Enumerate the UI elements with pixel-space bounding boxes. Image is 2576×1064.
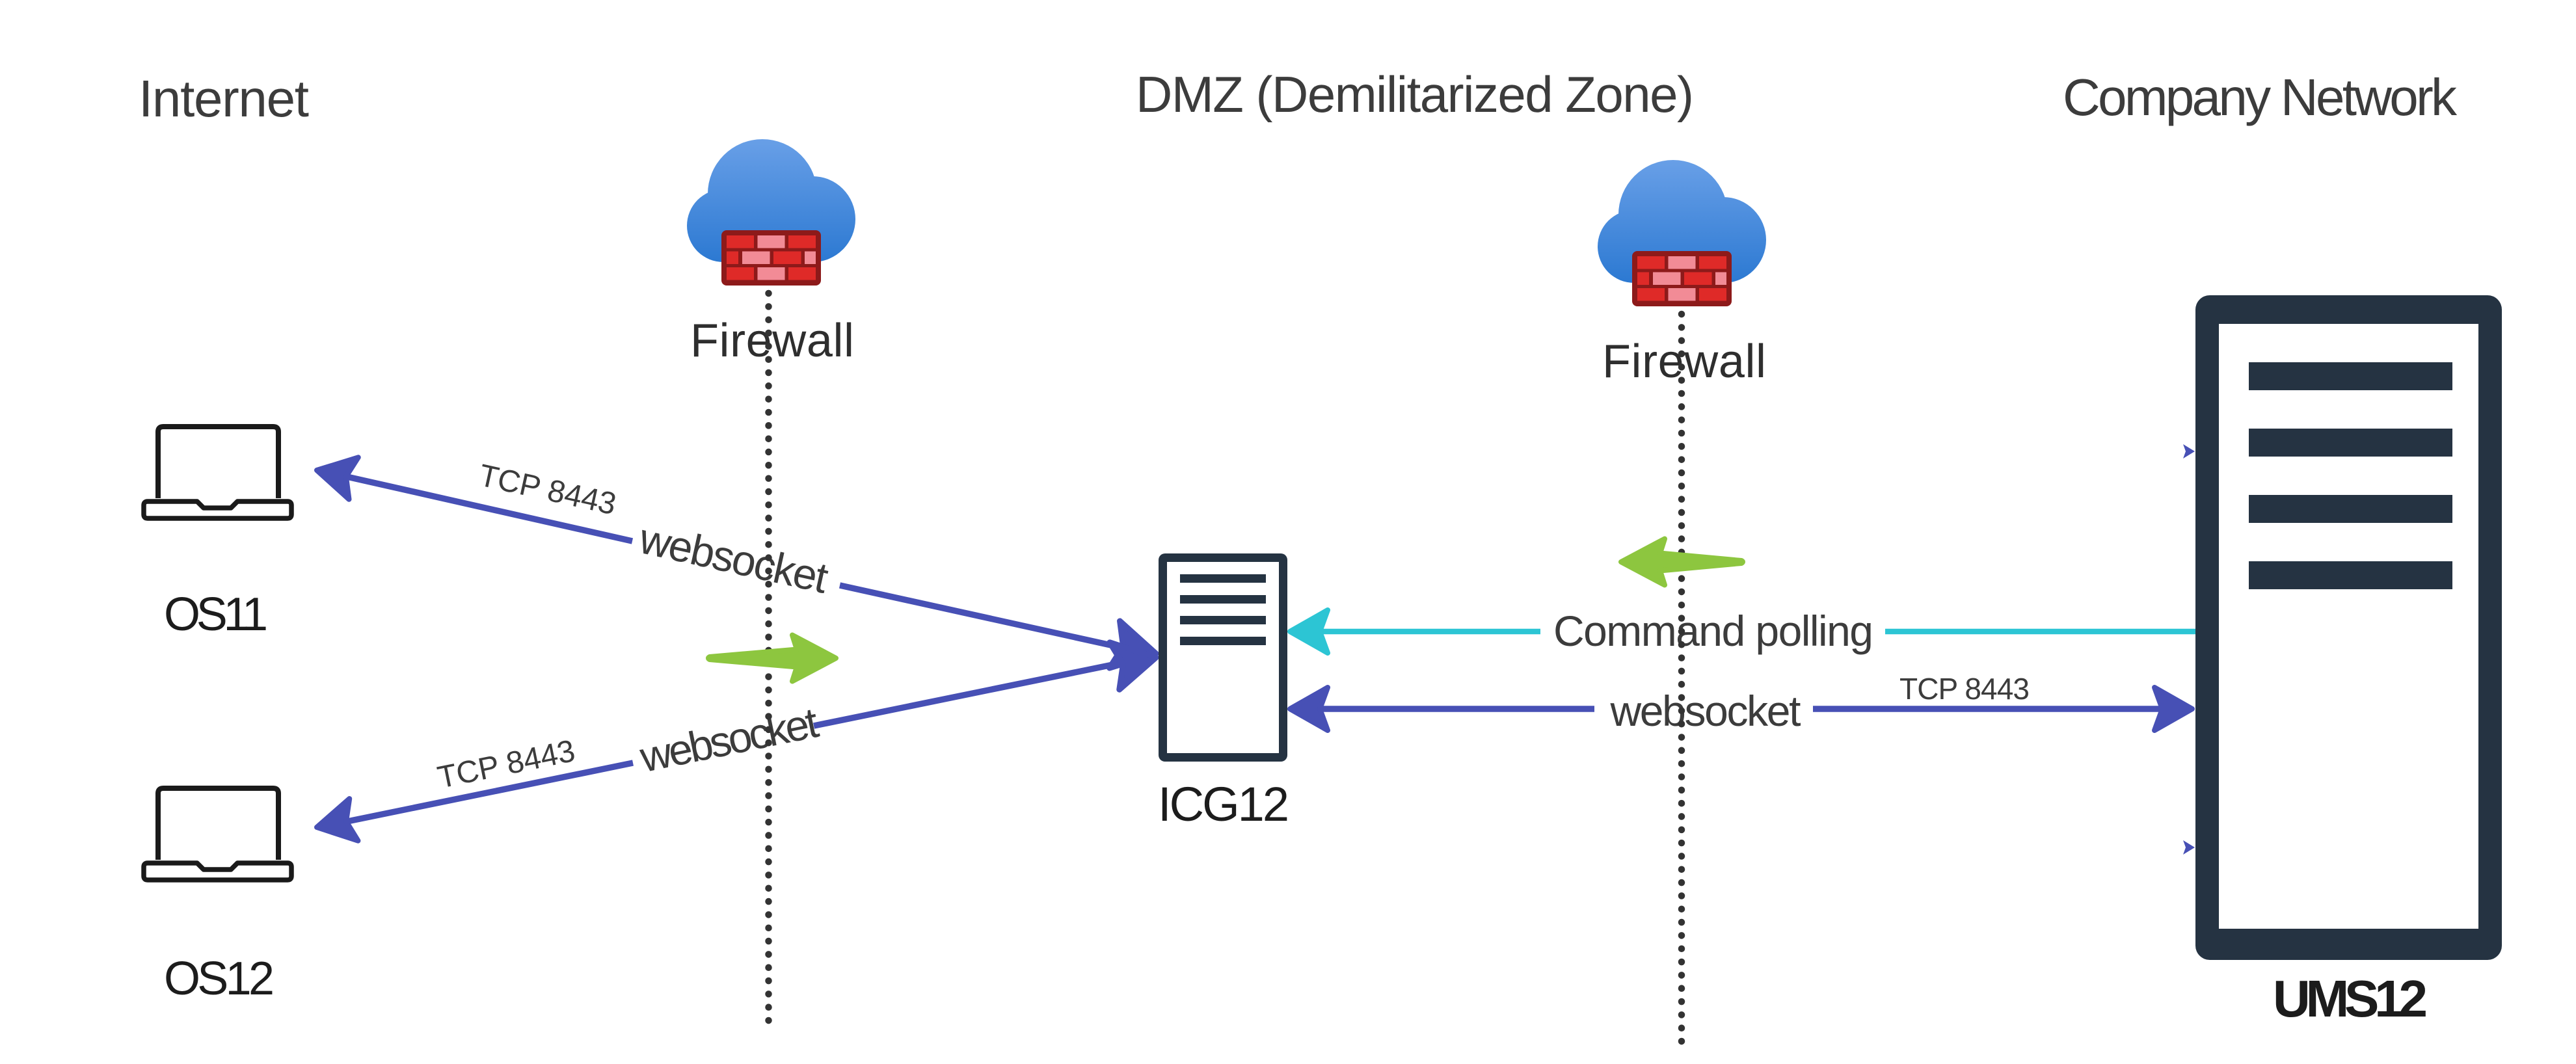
svg-text:TCP 8443: TCP 8443 (1899, 672, 2030, 706)
svg-text:Internet: Internet (139, 70, 309, 127)
svg-text:UMS12: UMS12 (2273, 970, 2428, 1028)
svg-text:Firewall: Firewall (690, 315, 854, 367)
svg-text:Command polling: Command polling (1553, 607, 1873, 655)
svg-text:OS11: OS11 (164, 589, 268, 641)
svg-text:Company Network: Company Network (2063, 68, 2458, 126)
svg-text:ICG12: ICG12 (1158, 777, 1289, 831)
svg-text:OS12: OS12 (164, 953, 275, 1005)
svg-text:websocket: websocket (1610, 687, 1801, 735)
svg-text:DMZ (Demilitarized Zone): DMZ (Demilitarized Zone) (1136, 66, 1694, 123)
